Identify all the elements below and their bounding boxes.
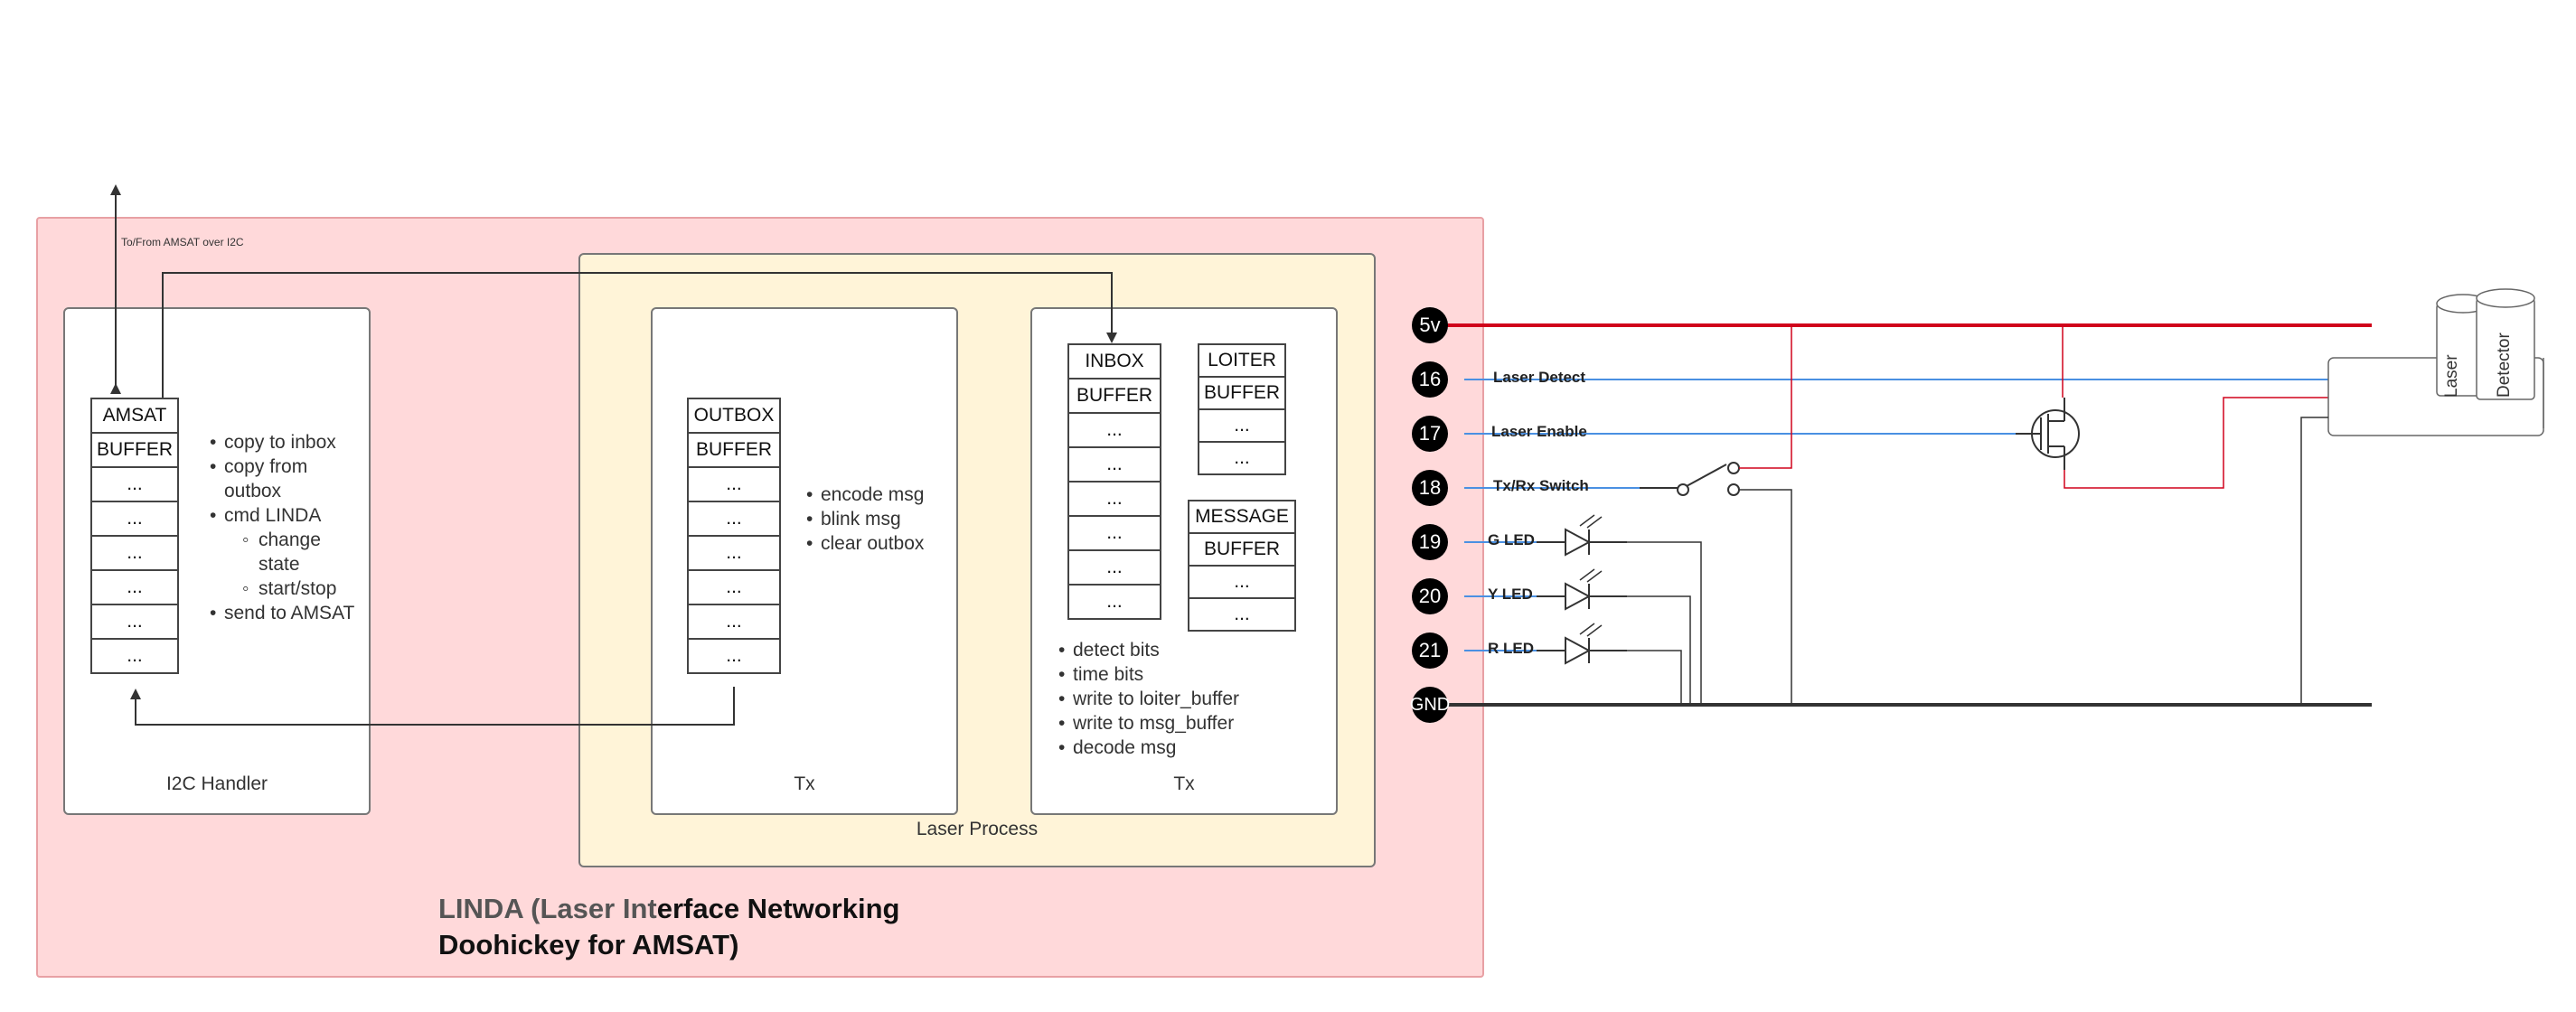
switch-to-ground bbox=[1739, 489, 1792, 705]
pin-label-laser-enable: Laser Enable bbox=[1491, 423, 1587, 440]
title-line2: Doohickey for AMSAT) bbox=[438, 929, 739, 960]
list-item: cmd LINDA change state start/stop bbox=[210, 503, 363, 601]
laser-process-label: Laser Process bbox=[916, 819, 1039, 839]
stack-cell: ... bbox=[1067, 481, 1161, 517]
pin-18: 18 bbox=[1412, 470, 1448, 506]
i2c-handler-bullets: copy to inbox copy from outbox cmd LINDA… bbox=[210, 430, 363, 625]
pin-19: 19 bbox=[1412, 524, 1448, 560]
stack-cell: ... bbox=[687, 501, 781, 537]
stack-cell: ... bbox=[90, 638, 179, 674]
stack-cell: MESSAGE bbox=[1188, 500, 1296, 534]
title-part2: erface Networking bbox=[656, 893, 900, 924]
pin-label-y-led: Y LED bbox=[1488, 586, 1533, 603]
i2c-handler-label: I2C Handler bbox=[165, 773, 268, 794]
list-item: time bits bbox=[1058, 662, 1330, 687]
stack-cell: ... bbox=[1067, 446, 1161, 483]
sub-list-item: start/stop bbox=[224, 576, 363, 601]
list-item: write to loiter_buffer bbox=[1058, 687, 1330, 711]
list-item-text: cmd LINDA bbox=[224, 505, 322, 526]
list-item: write to msg_buffer bbox=[1058, 711, 1330, 736]
stack-cell: ... bbox=[687, 638, 781, 674]
switch-pole bbox=[1677, 483, 1689, 496]
laser-label: Laser bbox=[2442, 354, 2461, 398]
stack-cell: ... bbox=[90, 569, 179, 605]
led-icon bbox=[1537, 623, 1627, 665]
stack-cell: ... bbox=[90, 535, 179, 571]
led-group bbox=[1537, 514, 1627, 665]
tx-outbox-label: Tx bbox=[794, 773, 815, 794]
from-outbox-arrow bbox=[130, 687, 735, 726]
amsat-buffer-stack: AMSAT BUFFER ... ... ... ... ... ... bbox=[90, 398, 179, 674]
pin-21: 21 bbox=[1412, 632, 1448, 669]
pin-label-g-led: G LED bbox=[1488, 531, 1535, 548]
list-item: decode msg bbox=[1058, 736, 1330, 760]
stack-cell: OUTBOX bbox=[687, 398, 781, 434]
stack-cell: BUFFER bbox=[1067, 378, 1161, 414]
tx-inbox-label: Tx bbox=[1173, 773, 1195, 794]
stack-cell: ... bbox=[1067, 515, 1161, 551]
stack-cell: ... bbox=[90, 501, 179, 537]
pin-17: 17 bbox=[1412, 416, 1448, 452]
list-item: send to AMSAT bbox=[210, 601, 363, 625]
detector-label: Detector bbox=[2495, 333, 2514, 398]
tx-outbox-bullets: encode msg blink msg clear outbox bbox=[806, 483, 951, 556]
switch-to-power bbox=[1739, 327, 1792, 469]
stack-cell: ... bbox=[1067, 584, 1161, 620]
outbox-buffer-stack: OUTBOX BUFFER ... ... ... ... ... ... bbox=[687, 398, 781, 674]
pin-5v: 5v bbox=[1412, 307, 1448, 343]
loiter-buffer-stack: LOITER BUFFER ... ... bbox=[1198, 343, 1286, 475]
pin-20: 20 bbox=[1412, 578, 1448, 614]
tx-inbox-bullets: detect bits time bits write to loiter_bu… bbox=[1058, 638, 1330, 760]
to-inbox-arrow bbox=[162, 272, 1117, 398]
sub-list-item: change state bbox=[224, 528, 363, 576]
list-item: copy to inbox bbox=[210, 430, 363, 454]
pin-label-laser-detect: Laser Detect bbox=[1493, 369, 1586, 386]
stack-cell: ... bbox=[1198, 441, 1286, 475]
list-item: copy from outbox bbox=[210, 454, 363, 503]
i2c-link-label: To/From AMSAT over I2C bbox=[121, 236, 244, 248]
pin-label-txrx-switch: Tx/Rx Switch bbox=[1493, 477, 1589, 494]
pin-label-r-led: R LED bbox=[1488, 640, 1534, 657]
sub-list: change state start/stop bbox=[224, 528, 363, 601]
list-item: blink msg bbox=[806, 507, 951, 531]
diagram-title: LINDA (Laser Interface Networking Doohic… bbox=[438, 891, 899, 963]
list-item: detect bits bbox=[1058, 638, 1330, 662]
title-part1: LINDA (Laser Int bbox=[438, 893, 657, 924]
switch-blade bbox=[1686, 464, 1727, 487]
stack-cell: ... bbox=[687, 604, 781, 640]
switch-contact-b bbox=[1727, 483, 1740, 496]
led-icon bbox=[1537, 514, 1627, 557]
led-icon bbox=[1537, 568, 1627, 611]
list-item: clear outbox bbox=[806, 531, 951, 556]
inbox-buffer-stack: INBOX BUFFER ... ... ... ... ... ... bbox=[1067, 343, 1161, 620]
stack-cell: ... bbox=[1188, 565, 1296, 599]
pin-16: 16 bbox=[1412, 361, 1448, 398]
pin-gnd: GND bbox=[1410, 687, 1450, 723]
stack-cell: BUFFER bbox=[1188, 532, 1296, 567]
list-item: encode msg bbox=[806, 483, 951, 507]
stack-cell: ... bbox=[1188, 597, 1296, 632]
mosfet-to-laser bbox=[2064, 397, 2328, 489]
switch-contact-a bbox=[1727, 462, 1740, 474]
message-buffer-stack: MESSAGE BUFFER ... ... bbox=[1188, 500, 1296, 632]
stack-cell: BUFFER bbox=[1198, 376, 1286, 410]
